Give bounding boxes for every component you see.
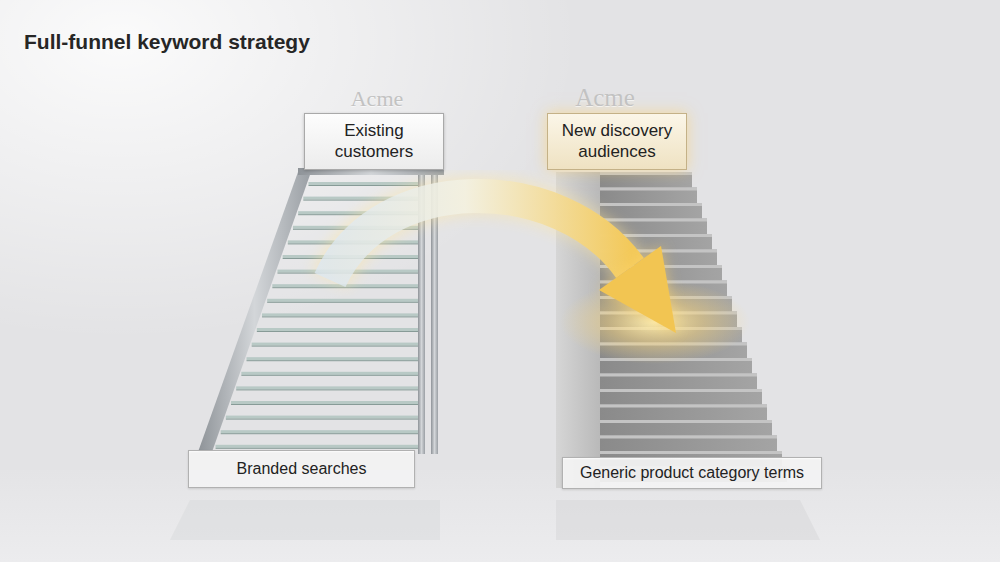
keyword-box: Branded searches (188, 450, 415, 488)
concrete-tread (600, 389, 762, 392)
glass-step (308, 182, 420, 185)
glass-step-edge (221, 433, 420, 434)
concrete-tread (600, 405, 767, 408)
concrete-step (600, 188, 697, 204)
glass-step-edge (236, 389, 420, 390)
concrete-step (600, 389, 762, 405)
box-text: Generic product category terms (580, 463, 804, 483)
glass-step (262, 313, 420, 316)
box-text: Existing customers (313, 121, 435, 162)
glass-step (231, 401, 420, 404)
glass-step-edge (308, 185, 420, 186)
concrete-step (600, 436, 777, 452)
glass-step (221, 430, 420, 433)
glass-step (267, 299, 420, 302)
arrow-head-glow (599, 246, 676, 333)
stair-stringer (198, 172, 311, 452)
glass-step-edge (252, 346, 420, 347)
box-text: New discovery audiences (556, 121, 678, 162)
background-glow (0, 0, 580, 340)
floor-reflection (170, 500, 440, 540)
concrete-tread (600, 436, 777, 439)
glass-step-edge (216, 448, 420, 449)
glass-step-edge (231, 404, 420, 405)
watermark: Acme (351, 88, 404, 110)
glass-step (236, 386, 420, 389)
glass-step-edge (257, 331, 420, 332)
audience-box: Existing customers (304, 113, 444, 170)
glass-step-edge (272, 287, 420, 288)
glass-step (252, 343, 420, 346)
concrete-step (600, 172, 692, 188)
concrete-step (600, 420, 772, 436)
floor-reflection (556, 500, 820, 540)
glass-step-edge (241, 375, 420, 376)
arrow-body (330, 196, 630, 280)
watermark: Acme (575, 85, 635, 110)
arrow-glow (330, 196, 630, 280)
audience-box: New discovery audiences (547, 113, 687, 170)
diagram-title: Full-funnel keyword strategy (24, 30, 310, 54)
glass-step (247, 357, 420, 360)
concrete-tread (600, 172, 692, 175)
arrow-head (599, 246, 676, 333)
transition-arrow (330, 196, 676, 333)
glass-step-edge (247, 360, 420, 361)
concrete-tread (600, 219, 707, 222)
floor (0, 470, 1000, 562)
concrete-step (600, 374, 757, 390)
glass-step (241, 372, 420, 375)
glass-step (257, 328, 420, 331)
box-text: Branded searches (237, 459, 367, 479)
concrete-tread (600, 451, 782, 454)
glass-step-edge (267, 302, 420, 303)
concrete-step (600, 405, 767, 421)
glass-step-edge (262, 316, 420, 317)
concrete-step (600, 203, 702, 219)
glass-step-edge (226, 419, 420, 420)
keyword-box: Generic product category terms (562, 457, 822, 489)
glass-step (226, 416, 420, 419)
concrete-tread (600, 188, 697, 191)
concrete-tread (600, 420, 772, 423)
concrete-tread (600, 374, 757, 377)
concrete-tread (600, 203, 702, 206)
glass-step (216, 445, 420, 448)
